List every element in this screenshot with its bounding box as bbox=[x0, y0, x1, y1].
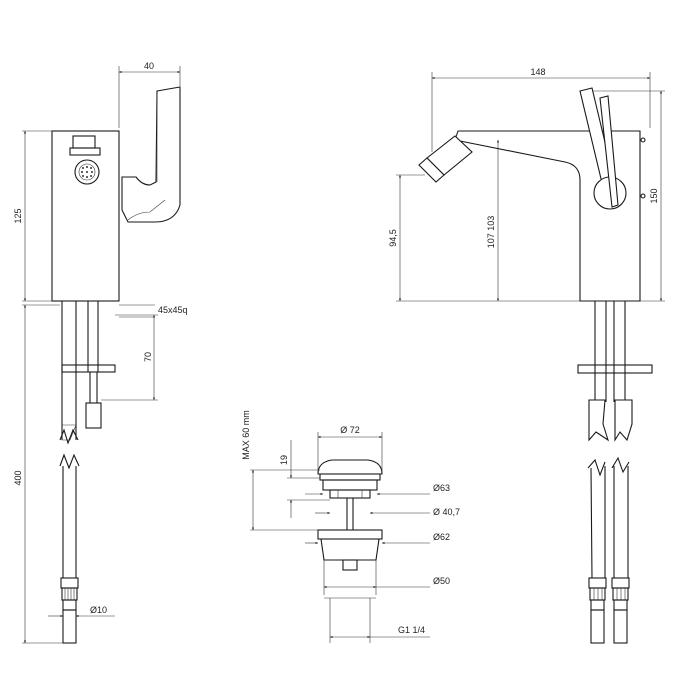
dim-d62: Ø62 bbox=[433, 532, 450, 542]
dim-d50: Ø50 bbox=[433, 576, 450, 586]
front-hose-stub-right bbox=[614, 399, 633, 442]
mounting-plate bbox=[61, 364, 116, 373]
waste-body bbox=[320, 538, 380, 561]
aerator-holes bbox=[81, 166, 93, 178]
hose-fitting-knurl bbox=[61, 587, 78, 601]
dim-hose-length: 400 bbox=[13, 470, 23, 485]
waste-view: MAX 60 mm 19 Ø 72 Ø63 Ø 40,7 Ø62 Ø50 bbox=[241, 410, 460, 643]
waste-nut bbox=[317, 529, 383, 540]
front-body bbox=[454, 130, 641, 302]
dim-side-width: 40 bbox=[144, 61, 154, 71]
dim-tail: 70 bbox=[143, 352, 153, 362]
dim-max-height: MAX 60 mm bbox=[241, 410, 251, 460]
dim-mid-heights: 107 103 bbox=[486, 216, 496, 249]
dim-base: 45x45q bbox=[158, 305, 188, 315]
waste-cap bbox=[317, 459, 383, 475]
dim-spout-height: 94,5 bbox=[388, 229, 398, 247]
dim-cap-height: 19 bbox=[279, 455, 289, 465]
waste-tail bbox=[342, 559, 358, 571]
dim-side-height: 125 bbox=[13, 208, 23, 223]
dim-cap-diameter: Ø 72 bbox=[340, 425, 360, 435]
side-view: 40 125 45x45q 70 400 Ø10 bbox=[13, 61, 188, 644]
hose-fitting-nut bbox=[62, 599, 77, 611]
dim-hose-diameter: Ø10 bbox=[90, 605, 107, 615]
front-hose-stub-left bbox=[588, 399, 609, 442]
front-view: 148 150 94,5 107 103 bbox=[388, 67, 665, 644]
side-body bbox=[51, 130, 120, 302]
front-mounting-plate bbox=[577, 364, 653, 374]
dim-d63: Ø63 bbox=[433, 483, 450, 493]
threaded-stud bbox=[85, 402, 102, 429]
side-spout-collar bbox=[69, 147, 101, 156]
dim-thread: G1 1/4 bbox=[398, 625, 425, 635]
dim-front-height: 150 bbox=[649, 188, 659, 203]
side-spout-ring bbox=[72, 135, 96, 149]
hose-fitting-top bbox=[60, 577, 79, 589]
dim-front-width: 148 bbox=[530, 67, 545, 77]
hose-end bbox=[62, 609, 77, 644]
aerator-icon bbox=[74, 159, 100, 185]
waste-flange bbox=[322, 479, 378, 491]
side-lever bbox=[121, 86, 181, 223]
dim-d40: Ø 40,7 bbox=[433, 507, 460, 517]
